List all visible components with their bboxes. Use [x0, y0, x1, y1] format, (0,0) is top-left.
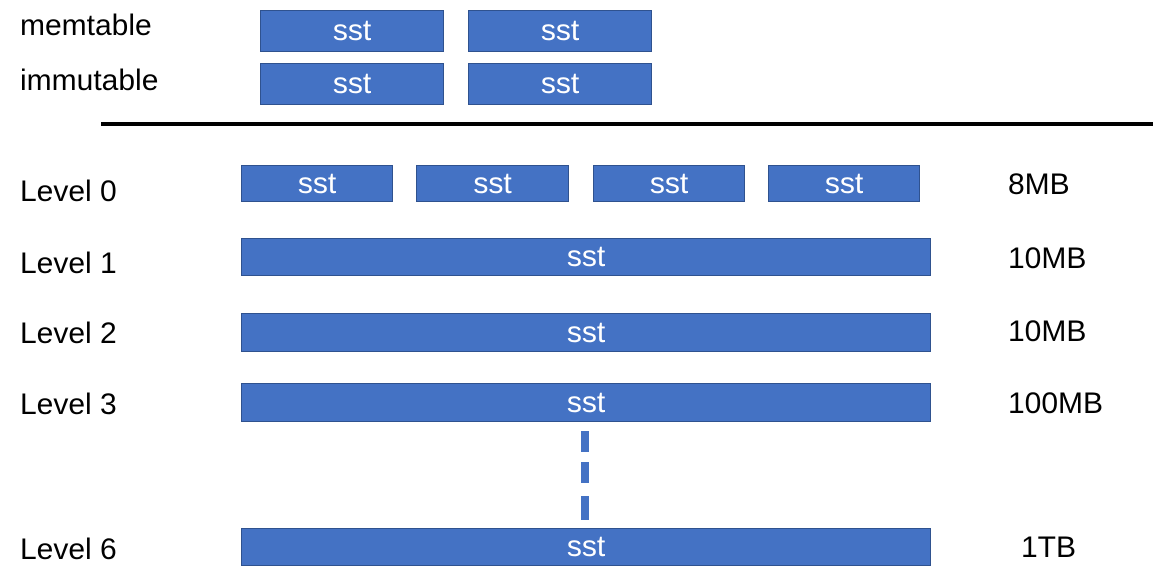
level-0-sst-box: sst — [416, 165, 569, 202]
level-0-label: Level 0 — [20, 175, 117, 208]
level-2-sst-box: sst — [241, 313, 931, 352]
level-gap-dash — [581, 496, 589, 520]
memory-disk-divider — [101, 122, 1153, 126]
level-3-label: Level 3 — [20, 388, 117, 421]
immutable-sst-box: sst — [468, 63, 652, 105]
memtable-label: memtable — [20, 9, 152, 42]
memtable-sst-box: sst — [468, 10, 652, 52]
immutable-label: immutable — [20, 64, 159, 97]
level-6-label: Level 6 — [20, 533, 117, 566]
level-gap-dash — [581, 431, 589, 452]
level-2-size: 10MB — [1008, 315, 1087, 348]
level-1-label: Level 1 — [20, 247, 117, 280]
level-3-size: 100MB — [1008, 387, 1104, 420]
level-2-label: Level 2 — [20, 317, 117, 350]
level-0-sst-box: sst — [241, 165, 393, 202]
level-0-sst-box: sst — [768, 165, 920, 202]
level-6-size: 1TB — [1021, 531, 1077, 564]
level-gap-dash — [581, 462, 589, 483]
level-6-sst-box: sst — [241, 528, 931, 566]
memtable-sst-box: sst — [260, 10, 444, 52]
immutable-sst-box: sst — [260, 63, 444, 105]
level-1-sst-box: sst — [241, 238, 931, 276]
level-1-size: 10MB — [1008, 242, 1087, 275]
level-0-sst-box: sst — [593, 165, 745, 202]
level-0-size: 8MB — [1008, 168, 1070, 201]
level-3-sst-box: sst — [241, 383, 931, 422]
